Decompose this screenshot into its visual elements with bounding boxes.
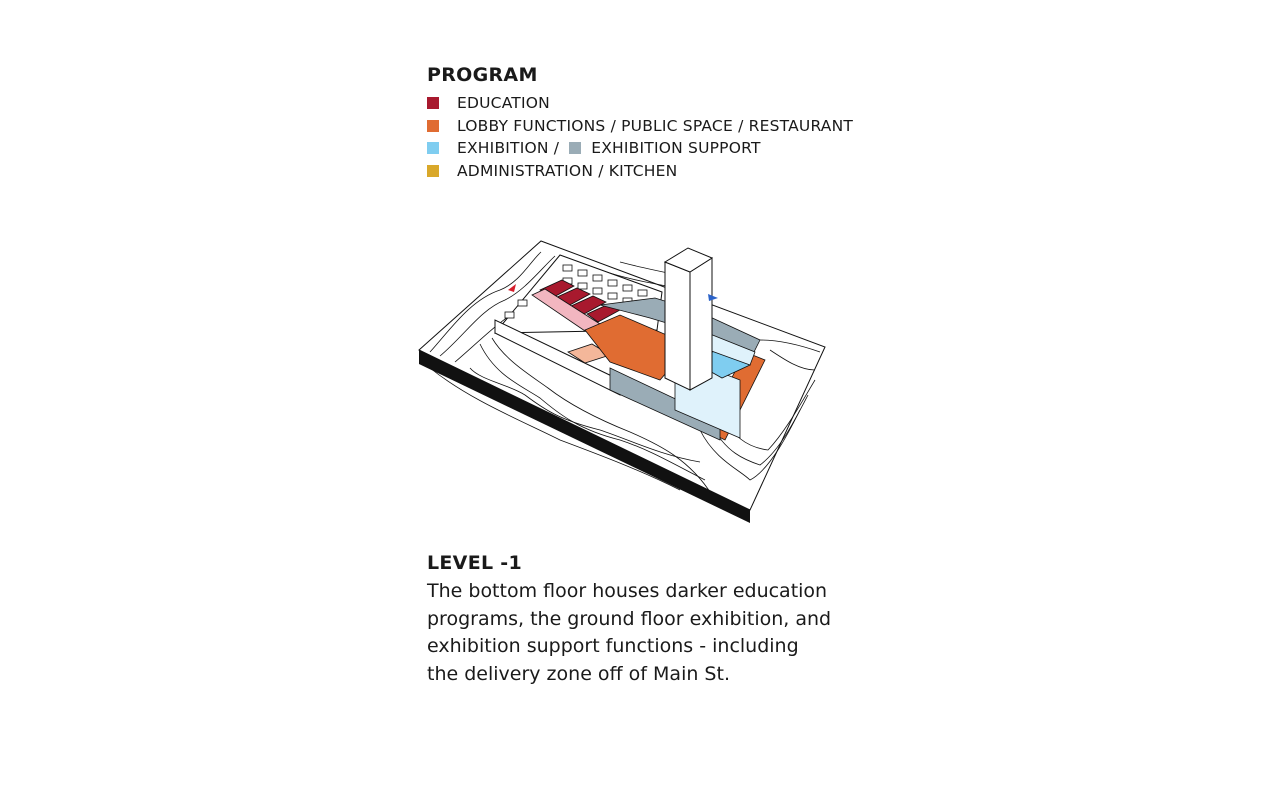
north-arrow-red [508,284,516,292]
exhibition-support-swatch [569,142,582,155]
administration-swatch [427,164,439,177]
window-grid [504,264,648,319]
caption-title: LEVEL -1 [427,552,522,574]
caption-line-1: The bottom floor houses darker education [427,580,828,602]
program-legend: PROGRAM EDUCATION LOBBY FUNCTIONS / PUBL… [427,64,853,182]
site-base-side [419,350,750,523]
legend-label-administration: ADMINISTRATION / KITCHEN [457,161,678,180]
caption-body: The bottom floor houses darker education… [427,578,847,688]
caption-line-2: programs, the ground floor exhibition, a… [427,607,832,630]
legend-item-exhibition: EXHIBITION / EXHIBITION SUPPORT [427,137,853,160]
legend-label-education: EDUCATION [457,94,550,113]
tower-side [689,257,713,391]
legend-label-exhibition-support: EXHIBITION SUPPORT [591,139,761,158]
legend-title: PROGRAM [427,64,538,86]
north-arrow-blue [708,294,718,301]
education-swatch [427,97,439,110]
axonometric-site-diagram [418,240,826,523]
tower-front [664,261,691,391]
legend-item-administration: ADMINISTRATION / KITCHEN [427,160,853,183]
caption-line-4: the delivery zone off of Main St. [427,662,730,685]
legend-item-education: EDUCATION [427,92,853,115]
legend-label-exhibition: EXHIBITION / [457,139,560,158]
caption-line-3: exhibition support functions - including [427,635,799,657]
level-caption: LEVEL -1 The bottom floor houses darker … [427,552,847,688]
legend-item-lobby: LOBBY FUNCTIONS / PUBLIC SPACE / RESTAUR… [427,115,853,138]
exhibition-swatch [427,142,439,155]
legend-label-lobby: LOBBY FUNCTIONS / PUBLIC SPACE / RESTAUR… [457,116,854,135]
lobby-swatch [427,119,439,132]
tower-top [663,247,714,273]
